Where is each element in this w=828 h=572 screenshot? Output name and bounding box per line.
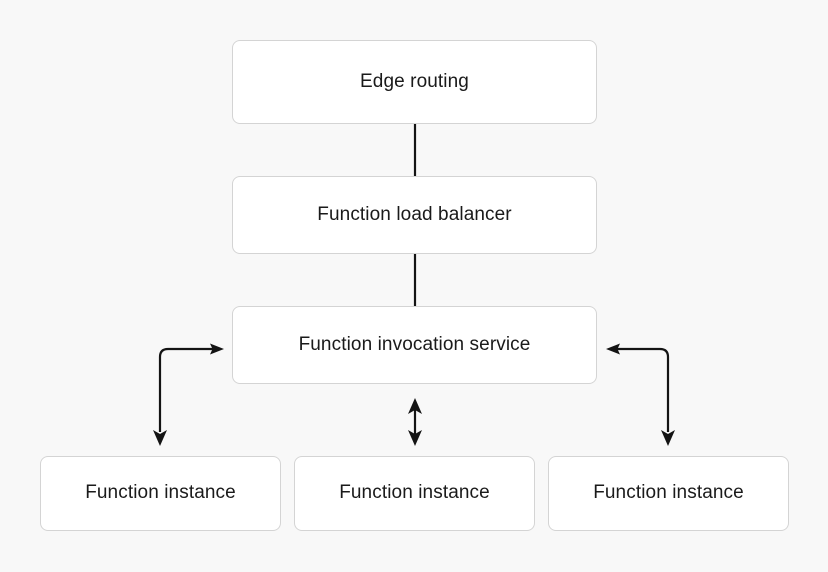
node-edge-routing-label: Edge routing (360, 70, 469, 92)
node-function-load-balancer[interactable]: Function load balancer (232, 176, 597, 254)
node-function-instance-center[interactable]: Function instance (294, 456, 535, 531)
connector-invocation-service-to-instance-right (614, 347, 670, 432)
node-function-invocation-service[interactable]: Function invocation service (232, 306, 597, 384)
arrowhead-right-elbow-left (606, 343, 620, 355)
arrowhead-center-down (408, 430, 422, 446)
arrowhead-center-up (408, 398, 422, 414)
arrowhead-right-elbow-down (661, 430, 675, 446)
node-function-invocation-service-label: Function invocation service (298, 333, 531, 355)
node-edge-routing[interactable]: Edge routing (232, 40, 597, 124)
connector-invocation-service-to-instance-left (158, 347, 216, 432)
node-function-instance-left[interactable]: Function instance (40, 456, 281, 531)
node-function-instance-right-label: Function instance (593, 482, 744, 504)
node-function-load-balancer-label: Function load balancer (317, 203, 512, 225)
arrowhead-left-elbow-down (153, 430, 167, 446)
arrowhead-left-elbow-right (210, 343, 224, 355)
node-function-instance-left-label: Function instance (85, 482, 236, 504)
node-function-instance-center-label: Function instance (339, 482, 490, 504)
node-function-instance-right[interactable]: Function instance (548, 456, 789, 531)
